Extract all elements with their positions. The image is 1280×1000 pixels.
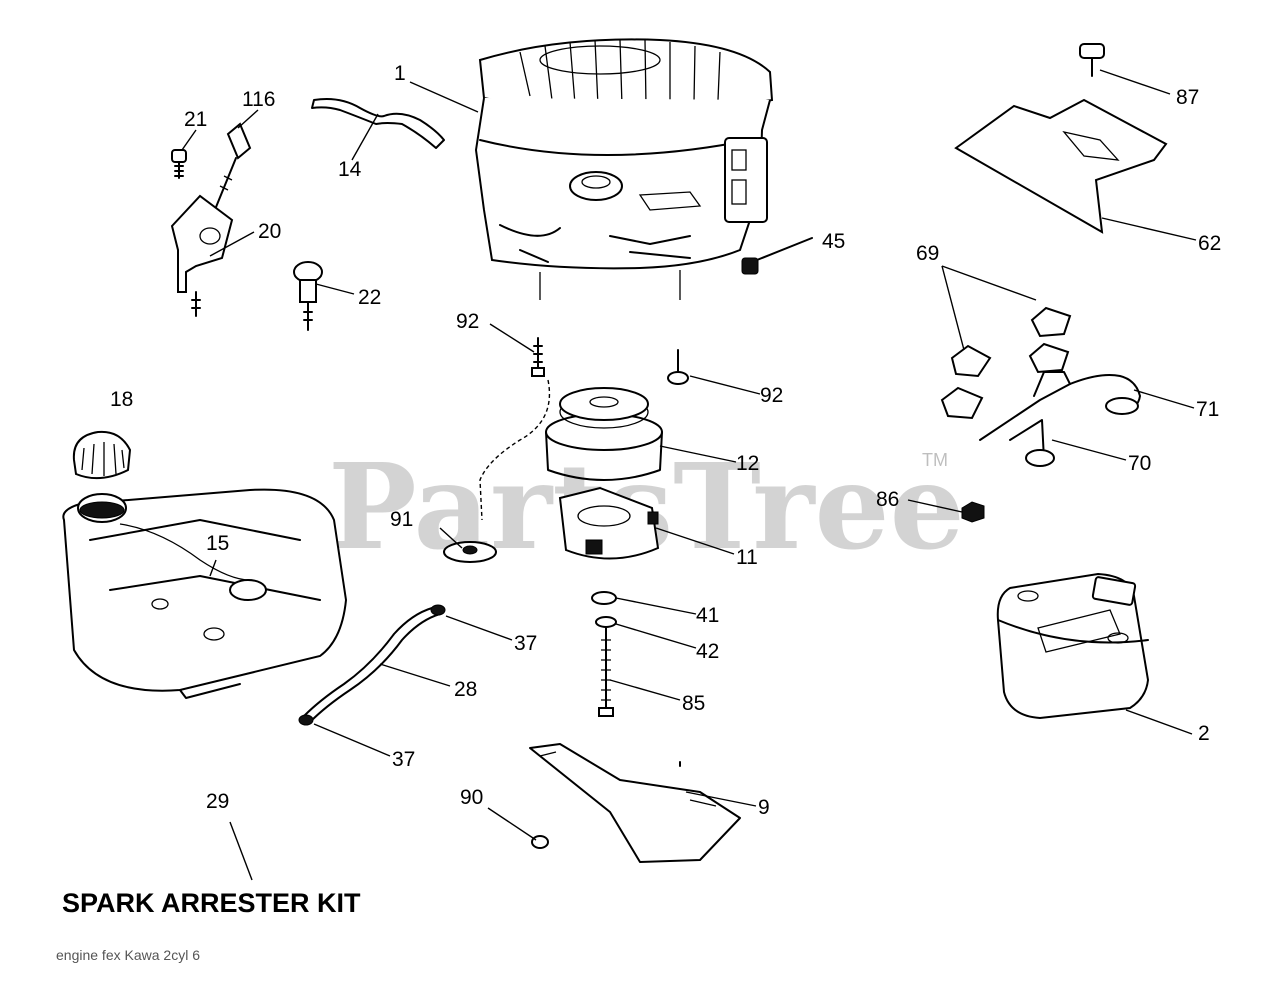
callout-14: 14 bbox=[338, 158, 362, 181]
callout-37-upper: 37 bbox=[514, 632, 537, 655]
callout-37-lower: 37 bbox=[392, 748, 415, 771]
bolt-92-left-part[interactable] bbox=[531, 337, 545, 377]
fuel-line-28-part[interactable] bbox=[303, 607, 441, 723]
callout-85: 85 bbox=[682, 692, 705, 715]
gasket-62-part[interactable] bbox=[954, 98, 1168, 234]
bracket-9-part[interactable] bbox=[529, 743, 741, 863]
callout-29: 29 bbox=[206, 790, 229, 813]
callout-11: 11 bbox=[736, 546, 758, 569]
spark-plug-45-part[interactable] bbox=[741, 237, 813, 275]
callout-90: 90 bbox=[460, 786, 483, 809]
callout-62: 62 bbox=[1198, 232, 1221, 255]
callout-28: 28 bbox=[454, 678, 477, 701]
clutch-11-part[interactable] bbox=[558, 486, 660, 560]
callout-1: 1 bbox=[394, 62, 406, 85]
callout-91: 91 bbox=[390, 508, 413, 531]
callout-42: 42 bbox=[696, 640, 719, 663]
callout-86: 86 bbox=[876, 488, 899, 511]
spark-arrester-kit-label: SPARK ARRESTER KIT bbox=[62, 888, 361, 918]
callout-2: 2 bbox=[1198, 722, 1210, 745]
callout-12: 12 bbox=[736, 452, 759, 475]
callout-41: 41 bbox=[696, 604, 719, 627]
bracket-20-part[interactable] bbox=[170, 194, 234, 317]
nut-86-part[interactable] bbox=[961, 501, 985, 523]
bolt-85-part[interactable] bbox=[595, 616, 617, 717]
nut-90-part[interactable] bbox=[531, 835, 549, 849]
callout-70: 70 bbox=[1128, 452, 1151, 475]
callout-20: 20 bbox=[258, 220, 281, 243]
callout-18: 18 bbox=[110, 388, 133, 411]
leader-lines bbox=[181, 69, 1197, 881]
washer-91-part[interactable] bbox=[443, 541, 497, 563]
callout-45: 45 bbox=[822, 230, 845, 253]
footer-note: engine fex Kawa 2cyl 6 bbox=[56, 947, 200, 963]
engine-part[interactable] bbox=[474, 38, 774, 300]
callout-9: 9 bbox=[758, 796, 770, 819]
clamp-37-upper-part[interactable] bbox=[430, 604, 446, 616]
knob-87-part[interactable] bbox=[1079, 43, 1105, 77]
fuel-tank-15-part[interactable] bbox=[62, 488, 348, 699]
fuel-cap-18-part[interactable] bbox=[72, 430, 132, 480]
watermark-trademark: TM bbox=[922, 450, 948, 470]
bolt-92-right-part[interactable] bbox=[667, 349, 689, 385]
callout-92-left: 92 bbox=[456, 310, 479, 333]
callout-69: 69 bbox=[916, 242, 939, 265]
exhaust-pipe-70-part[interactable] bbox=[979, 371, 1141, 467]
screw-21-part[interactable] bbox=[171, 149, 187, 179]
washer-41-part[interactable] bbox=[591, 591, 617, 605]
callout-22: 22 bbox=[358, 286, 381, 309]
gaskets-69-part[interactable] bbox=[940, 306, 1072, 420]
callout-21: 21 bbox=[184, 108, 207, 131]
hose-part[interactable] bbox=[311, 98, 445, 149]
callout-92-right: 92 bbox=[760, 384, 783, 407]
pulley-12-part[interactable] bbox=[545, 387, 663, 481]
callout-87: 87 bbox=[1176, 86, 1199, 109]
callout-71: 71 bbox=[1196, 398, 1219, 421]
clamp-37-lower-part[interactable] bbox=[298, 714, 314, 726]
callout-15: 15 bbox=[206, 532, 229, 555]
muffler-2-part[interactable] bbox=[996, 572, 1150, 720]
key-switch-22-part[interactable] bbox=[293, 261, 323, 331]
callout-116: 116 bbox=[242, 88, 275, 111]
